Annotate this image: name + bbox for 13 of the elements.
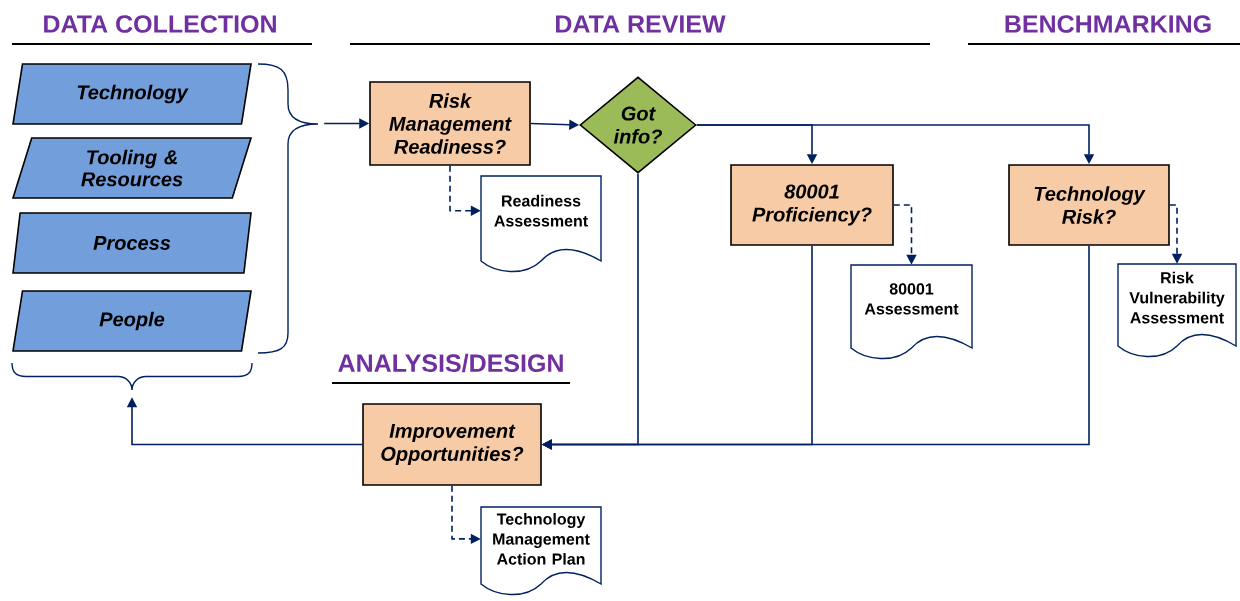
process-box: 80001 Proficiency? <box>730 164 894 246</box>
input-parallelogram: Technology <box>12 63 252 125</box>
section-heading: DATA REVIEW <box>556 15 726 33</box>
section-heading: BENCHMARKING <box>1005 15 1211 33</box>
input-parallelogram: People <box>12 290 252 352</box>
input-parallelogram: Process <box>12 212 252 274</box>
brace-bracket <box>11 362 253 391</box>
section-heading: DATA COLLECTION <box>44 15 276 33</box>
process-box: Improvement Opportunities? <box>362 403 542 486</box>
process-box: Technology Risk? <box>1008 164 1170 246</box>
section-heading: ANALYSIS/DESIGN <box>338 353 563 373</box>
brace-bracket <box>257 63 319 354</box>
process-box: Risk Management Readiness? <box>369 81 531 166</box>
